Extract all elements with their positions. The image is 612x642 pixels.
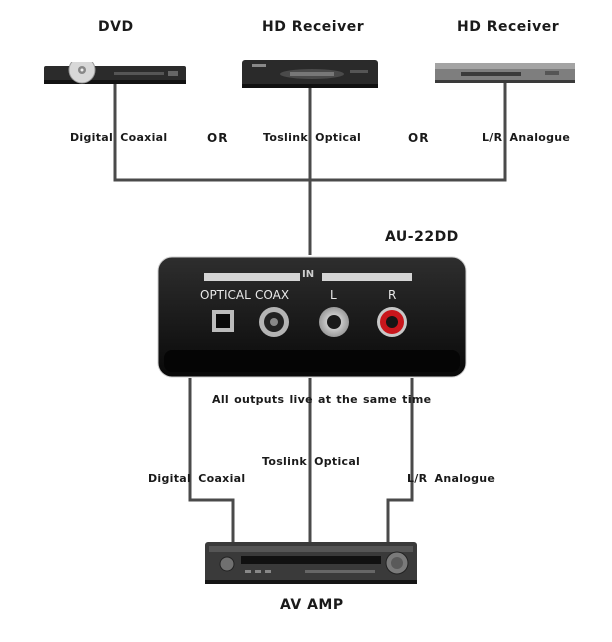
- hd-receiver-1-label: HD Receiver: [262, 19, 365, 35]
- input-digital-coaxial-label: Digital Coaxial: [70, 131, 168, 144]
- av-amp-label: AV AMP: [280, 597, 344, 613]
- line-hd-receiver-2: [310, 82, 507, 182]
- r-port-label: R: [388, 288, 397, 302]
- optical-port-label: OPTICAL: [200, 288, 251, 302]
- output-digital-coaxial-label: Digital Coaxial: [148, 472, 246, 485]
- l-port-label: L: [330, 288, 337, 302]
- line-out-coaxial: [188, 378, 235, 544]
- input-toslink-optical-label: Toslink Optical: [263, 131, 362, 144]
- dvd-player-icon: [44, 62, 186, 84]
- au-22dd-label: AU-22DD: [385, 229, 459, 245]
- or-label-2: OR: [408, 131, 430, 145]
- in-label: IN: [302, 269, 315, 280]
- dvd-label: DVD: [98, 19, 134, 35]
- output-toslink-optical-label: Toslink Optical: [262, 455, 361, 468]
- line-out-analogue: [386, 378, 414, 544]
- line-dvd: [113, 82, 310, 182]
- output-lr-analogue-label: L/R Analogue: [407, 472, 496, 485]
- hd-receiver-2-label: HD Receiver: [457, 19, 560, 35]
- or-label-1: OR: [207, 131, 229, 145]
- hd-receiver-1-icon: [242, 60, 378, 88]
- hd-receiver-2-icon: [435, 63, 575, 83]
- input-lr-analogue-label: L/R Analogue: [482, 131, 571, 144]
- au-22dd-device: [157, 256, 467, 378]
- av-amp-icon: [205, 542, 417, 584]
- coax-port-label: COAX: [255, 288, 290, 302]
- outputs-note-label: All outputs live at the same time: [212, 393, 432, 406]
